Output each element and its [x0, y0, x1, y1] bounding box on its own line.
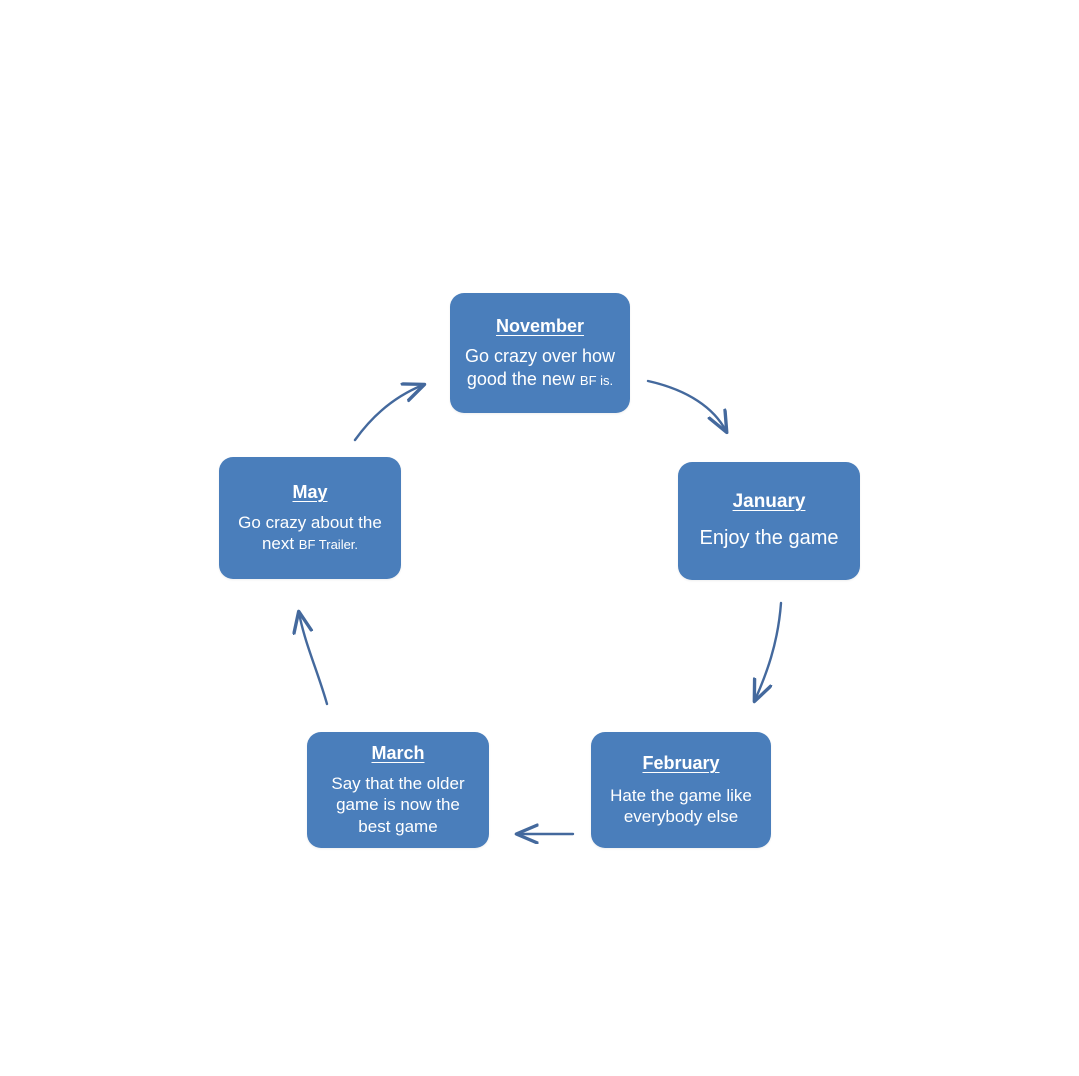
node-may-title: May	[292, 482, 328, 503]
node-january-body: Enjoy the game	[700, 526, 839, 551]
node-january-body-line1: Enjoy the game	[699, 527, 839, 550]
node-march-body: Say that the older game is now the best …	[331, 773, 464, 838]
node-january[interactable]: January Enjoy the game	[678, 462, 860, 580]
node-january-title: January	[732, 491, 806, 513]
node-march-body-line2: game is now the	[336, 795, 460, 815]
node-march-body-line3: best game	[358, 817, 438, 837]
node-may-body-line2: next BF Trailer.	[238, 533, 382, 555]
node-march[interactable]: March Say that the older game is now the…	[307, 732, 489, 848]
node-may-body: Go crazy about the next BF Trailer.	[238, 512, 382, 555]
node-november-body-line2-small: BF is.	[579, 372, 614, 388]
node-november-body-line2: good the new BF is.	[465, 368, 615, 391]
arrow-november-to-january	[646, 379, 726, 431]
node-november-title: November	[495, 316, 585, 337]
node-november-body-line2-main: good the new	[466, 368, 580, 389]
node-november[interactable]: November Go crazy over how good the new …	[450, 293, 630, 413]
node-march-body-line1: Say that the older	[331, 773, 465, 793]
node-february-body-line1: Hate the game like	[610, 785, 752, 805]
node-may-body-line1: Go crazy about the	[238, 512, 382, 532]
node-may-body-line2-small: BF Trailer.	[298, 537, 359, 553]
node-february-body: Hate the game like everybody else	[610, 785, 752, 828]
node-november-body: Go crazy over how good the new BF is.	[465, 345, 615, 391]
node-february-body-line2: everybody else	[623, 807, 739, 827]
arrow-may-to-november	[353, 385, 423, 442]
arrow-january-to-february	[755, 601, 783, 700]
node-february[interactable]: February Hate the game like everybody el…	[591, 732, 771, 848]
node-march-title: March	[371, 743, 425, 764]
node-may[interactable]: May Go crazy about the next BF Trailer.	[219, 457, 401, 579]
node-february-title: February	[642, 753, 720, 774]
node-november-body-line1: Go crazy over how	[464, 345, 616, 366]
node-may-body-line2-main: next	[261, 534, 299, 554]
arrow-march-to-may	[299, 613, 329, 706]
